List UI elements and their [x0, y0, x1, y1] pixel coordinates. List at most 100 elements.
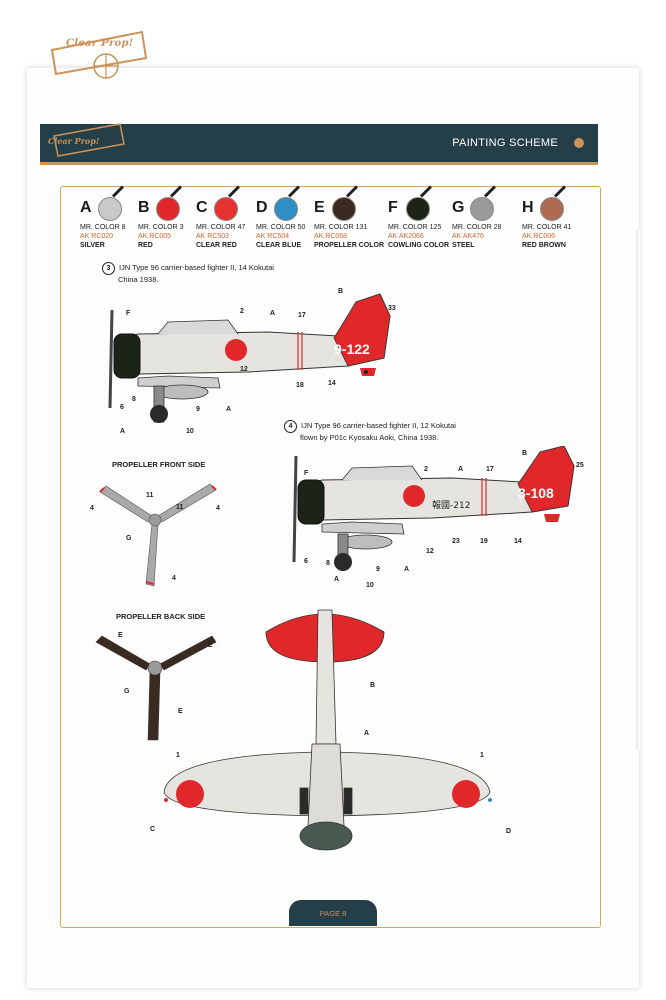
- callout-label: A: [404, 566, 410, 573]
- callout-label: E: [118, 632, 123, 639]
- header-logo-icon: [53, 123, 125, 157]
- paint-circle-icon: [214, 197, 238, 221]
- tail-code: 3-108: [518, 485, 554, 501]
- prop-back-label: PROPELLER BACK SIDE: [116, 612, 206, 621]
- color-name: COWLING COLOR: [388, 242, 450, 249]
- callout-label: E: [208, 642, 213, 649]
- swatch-header: B: [138, 185, 210, 223]
- callout-label: 1: [480, 752, 484, 759]
- brand-logo-text: Clear Prop!: [66, 38, 134, 49]
- paint-circle-icon: [332, 197, 356, 221]
- paint-circle-icon: [156, 197, 180, 221]
- brand-logo-icon: [50, 30, 148, 79]
- swatch-header: G: [452, 185, 524, 223]
- callout-label: 4: [90, 505, 94, 512]
- swatch-header: C: [196, 185, 268, 223]
- page-footer: PAGE 8: [289, 900, 377, 926]
- callout-label: 8: [326, 560, 330, 567]
- callout-label: 14: [514, 538, 522, 545]
- callout-label: A: [226, 406, 232, 413]
- header-bar: PAINTING SCHEME: [40, 123, 598, 165]
- mr-color-code: MR. COLOR 28: [452, 224, 502, 231]
- paint-circle-icon: [98, 197, 122, 221]
- swatch-letter: B: [138, 199, 150, 216]
- swatch-letter: C: [196, 199, 208, 216]
- header-bullet-icon: [574, 138, 584, 148]
- mr-color-code: MR. COLOR 41: [522, 224, 572, 231]
- profile-4-drawing: 3-108 報國-212: [292, 446, 575, 571]
- mr-color-code: MR. COLOR 8: [80, 224, 126, 231]
- callout-label: A: [364, 730, 370, 737]
- swatch-letter: D: [256, 199, 268, 216]
- header-logo-text: Clear Prop!: [48, 136, 100, 146]
- callout-label: 10: [186, 428, 194, 435]
- color-name: PROPELLER COLOR: [314, 242, 385, 249]
- callout-label: C: [150, 826, 156, 833]
- callout-label: 6: [304, 558, 308, 565]
- callout-label: 14: [328, 380, 336, 387]
- callout-label: 18: [296, 382, 304, 389]
- profile-number: 4: [284, 420, 297, 433]
- callout-label: 2: [240, 308, 244, 315]
- callout-label: 9: [376, 566, 380, 573]
- mr-color-code: MR. COLOR 131: [314, 224, 368, 231]
- callout-label: F: [304, 470, 309, 477]
- caption-line: flown by P01c Kyosaku Aoki, China 1938.: [300, 433, 439, 442]
- paint-circle-icon: [274, 197, 298, 221]
- callout-label: 1: [176, 752, 180, 759]
- callout-label: 11: [146, 492, 154, 499]
- profile-3-drawing: 9-122: [108, 293, 391, 423]
- callout-label: 17: [298, 312, 306, 319]
- page-title: PAINTING SCHEME: [452, 137, 558, 149]
- callout-label: A: [458, 466, 464, 473]
- color-name: CLEAR BLUE: [256, 242, 302, 249]
- profile-3-caption: 3 IJN Type 96 carrier-based fighter II, 1…: [102, 262, 274, 285]
- propeller-back-view: [95, 635, 217, 741]
- tail-code: 9-122: [334, 341, 370, 357]
- callout-label: G: [124, 688, 130, 695]
- swatch-header: H: [522, 185, 594, 223]
- caption-line: IJN Type 96 carrier-based fighter II, 14…: [119, 263, 274, 272]
- aircraft-side-view: [108, 293, 391, 423]
- callout-label: 10: [366, 582, 374, 589]
- ak-color-code: AK AK2066: [388, 233, 424, 240]
- callout-label: 33: [388, 305, 396, 312]
- paint-circle-icon: [406, 197, 430, 221]
- swatch-letter: G: [452, 199, 465, 216]
- paint-circle-icon: [470, 197, 494, 221]
- ak-color-code: AK RC006: [522, 233, 556, 240]
- aircraft-underside-view: [163, 609, 492, 851]
- callout-label: 4: [216, 505, 220, 512]
- color-name: STEEL: [452, 242, 475, 249]
- callout-label: B: [370, 682, 376, 689]
- callout-label: 4: [172, 575, 176, 582]
- callout-label: B: [338, 288, 344, 295]
- swatch-letter: F: [388, 199, 398, 216]
- callout-label: F: [126, 310, 131, 317]
- plan-view-drawing: [163, 609, 492, 851]
- ak-color-code: AK RC503: [196, 233, 230, 240]
- callout-label: A: [334, 576, 340, 583]
- color-name: CLEAR RED: [196, 242, 237, 249]
- swatch-header: F: [388, 185, 460, 223]
- swatch-header: D: [256, 185, 328, 223]
- callout-label: G: [126, 535, 132, 542]
- callout-label: 9: [196, 406, 200, 413]
- ak-color-code: AK RC068: [314, 233, 348, 240]
- profile-number: 3: [102, 262, 115, 275]
- swatch-letter: A: [80, 199, 92, 216]
- fuselage-marking: 報國-212: [432, 500, 470, 511]
- prop-front-drawing: [99, 483, 217, 587]
- ak-color-code: AK RC504: [256, 233, 290, 240]
- swatch-letter: H: [522, 199, 534, 216]
- mr-color-code: MR. COLOR 47: [196, 224, 246, 231]
- page-edge-shadow: [636, 230, 640, 750]
